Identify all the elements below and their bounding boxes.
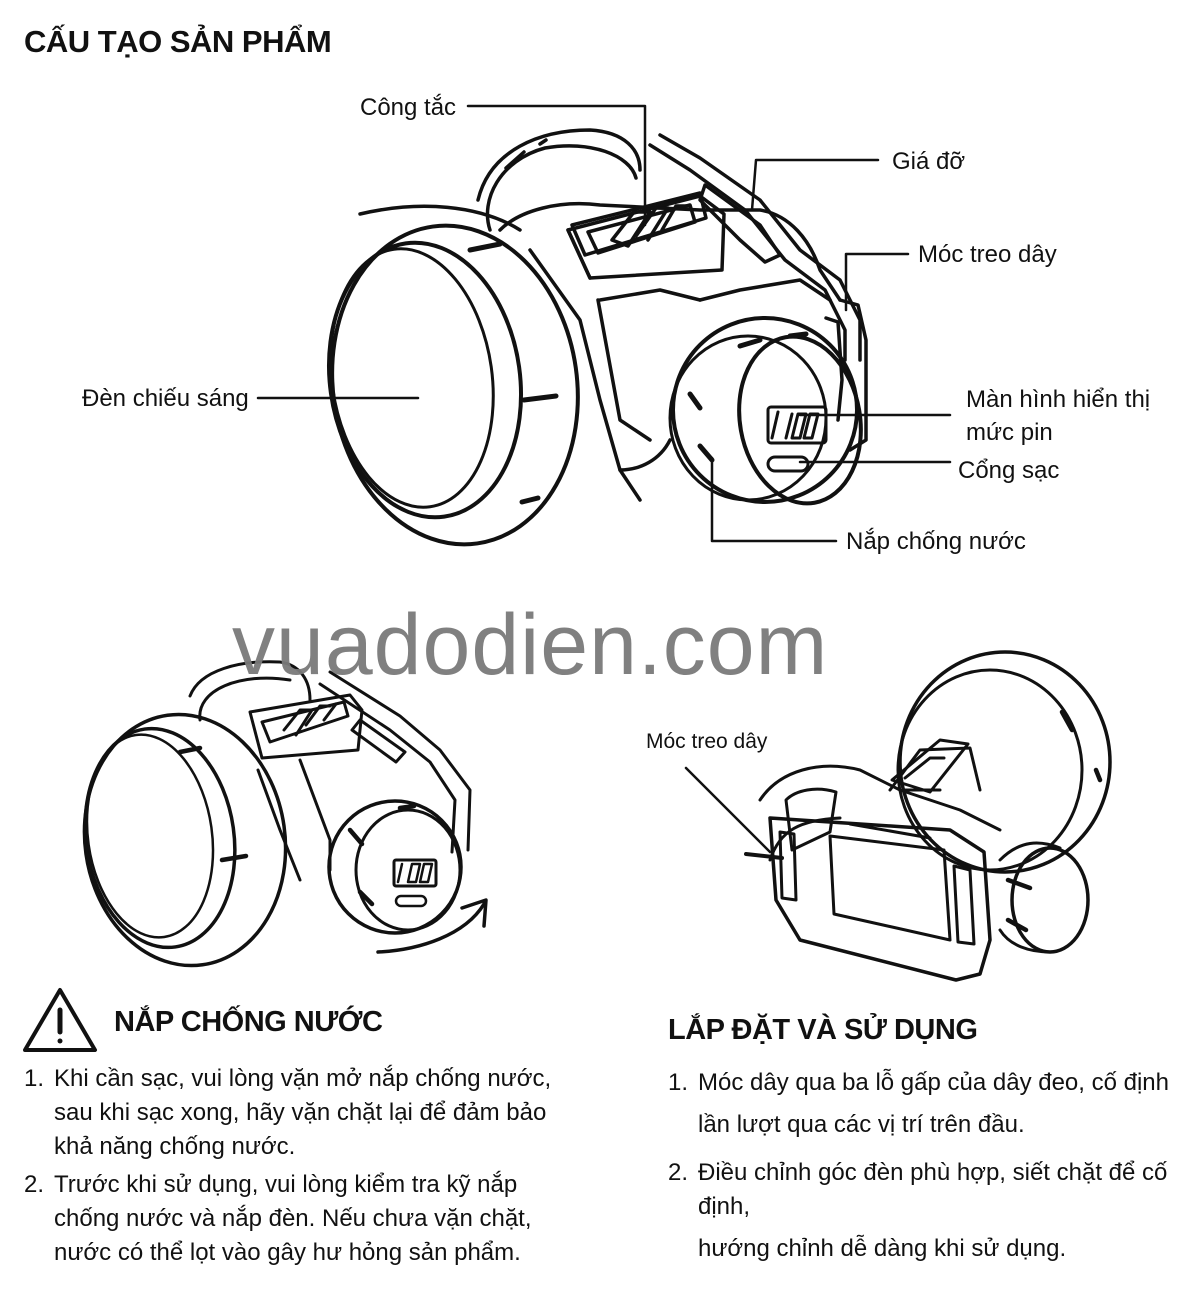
waterproof-section-title: NẮP CHỐNG NƯỚC xyxy=(114,1006,383,1038)
warning-triangle-icon xyxy=(23,988,97,1052)
callout-switch: Công tắc xyxy=(360,94,457,121)
leader-waterproof-cap xyxy=(710,456,838,543)
step-line: sau khi sạc xong, hãy vặn chặt lại để đả… xyxy=(54,1099,547,1126)
step-line: khả năng chống nước. xyxy=(54,1133,296,1160)
step-number: 1. xyxy=(668,1069,689,1096)
step-line: Khi cần sạc, vui lòng vặn mở nắp chống n… xyxy=(54,1065,552,1092)
install-steps-list: 1. Móc dây qua ba lỗ gấp của dây đeo, cố… xyxy=(668,1066,1201,1270)
step-line: Điều chỉnh góc đèn phù hợp, siết chặt để… xyxy=(698,1159,1168,1220)
callout-waterproof-cap: Nắp chống nước xyxy=(846,528,1026,555)
page-title: CẤU TẠO SẢN PHẨM xyxy=(24,24,332,59)
callout-lamp: Đèn chiếu sáng xyxy=(82,385,249,412)
main-headlamp-illustration xyxy=(326,128,868,547)
callout-bracket: Giá đỡ xyxy=(892,148,966,175)
step-line: chống nước và nắp đèn. Nếu chưa vặn chặt… xyxy=(54,1205,532,1232)
waterproof-steps-list: 1. Khi cần sạc, vui lòng vặn mở nắp chốn… xyxy=(24,1062,551,1274)
main-leader-lines xyxy=(256,104,952,543)
step-line: Trước khi sử dụng, vui lòng kiểm tra kỹ … xyxy=(54,1171,518,1198)
waterproof-step-2: 2. Trước khi sử dụng, vui lòng kiểm tra … xyxy=(24,1168,551,1270)
watermark: vuadodien.com xyxy=(232,597,829,693)
callout-charge-port: Cổng sạc xyxy=(958,457,1060,484)
rear-leader-strap-hook xyxy=(684,766,784,860)
step-line: nước có thể lọt vào gây hư hỏng sản phẩm… xyxy=(54,1239,521,1266)
waterproof-step-1: 1. Khi cần sạc, vui lòng vặn mở nắp chốn… xyxy=(24,1062,551,1164)
callout-battery-display-line1: Màn hình hiển thị xyxy=(966,386,1151,413)
install-step-2: 2. Điều chỉnh góc đèn phù hợp, siết chặt… xyxy=(668,1156,1201,1266)
step-line: Móc dây qua ba lỗ gấp của dây đeo, cố đị… xyxy=(698,1069,1169,1096)
install-step-1: 1. Móc dây qua ba lỗ gấp của dây đeo, cố… xyxy=(668,1066,1201,1142)
rotate-arrow-icon xyxy=(376,898,488,954)
step-line: hướng chỉnh dễ dàng khi sử dụng. xyxy=(698,1235,1067,1262)
leader-bracket xyxy=(750,158,880,212)
step-number: 2. xyxy=(24,1171,45,1198)
left-headlamp-illustration xyxy=(82,660,472,968)
leader-switch xyxy=(466,104,647,227)
install-section-title: LẮP ĐẶT VÀ SỬ DỤNG xyxy=(668,1014,978,1046)
leader-strap-hook xyxy=(844,252,910,312)
callout-strap-hook: Móc treo dây xyxy=(918,241,1057,268)
callout-strap-hook-rear: Móc treo dây xyxy=(646,730,768,753)
step-number: 2. xyxy=(668,1159,689,1186)
callout-battery-display-line2: mức pin xyxy=(966,419,1053,446)
rear-headlamp-illustration xyxy=(758,650,1112,982)
step-number: 1. xyxy=(24,1065,45,1092)
step-line: lần lượt qua các vị trí trên đầu. xyxy=(698,1111,1025,1138)
